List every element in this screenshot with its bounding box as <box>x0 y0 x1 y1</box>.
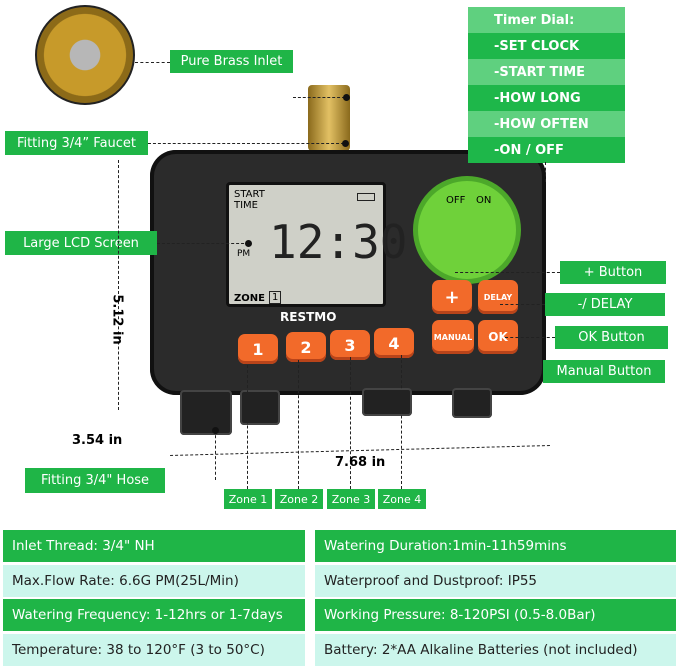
timer-dial-item: -START TIME <box>468 59 625 85</box>
spec-duration: Watering Duration:1min-11h59mins <box>315 530 676 562</box>
spec-battery: Battery: 2*AA Alkaline Batteries (not in… <box>315 634 676 666</box>
callout-manual: Manual Button <box>543 360 665 383</box>
leader-dot <box>342 140 349 147</box>
leader-line <box>157 243 249 244</box>
callout-faucet: Fitting 3/4” Faucet <box>5 131 148 155</box>
zone-4-label: Zone 4 <box>378 489 426 509</box>
leader-line <box>500 304 545 305</box>
brand-logo: RESTMO <box>280 310 337 324</box>
callout-hose: Fitting 3/4" Hose <box>25 468 165 493</box>
hose-fitting <box>240 390 280 425</box>
delay-button[interactable]: DELAY <box>478 280 518 314</box>
zone-2-label: Zone 2 <box>275 489 323 509</box>
width-dimension: 7.68 in <box>335 455 386 470</box>
spec-temperature: Temperature: 38 to 120°F (3 to 50°C) <box>3 634 305 666</box>
lcd-time: 12:30 <box>269 215 408 269</box>
brass-inlet-closeup <box>35 5 135 105</box>
lcd-screen: START TIME 12:30 PM ZONE 1 <box>226 182 407 307</box>
timer-dial-item: -ON / OFF <box>468 137 625 163</box>
leader-dot <box>212 427 219 434</box>
callout-delay: -/ DELAY <box>545 293 665 316</box>
zone-1-label: Zone 1 <box>224 489 272 509</box>
timer-dial-item: -HOW OFTEN <box>468 111 625 137</box>
plus-button[interactable]: + <box>432 280 472 314</box>
hose-fitting <box>362 388 412 416</box>
dial-off-label: OFF <box>446 195 466 206</box>
leader-line <box>247 365 248 489</box>
spec-inlet-thread: Inlet Thread: 3/4" NH <box>3 530 305 562</box>
lcd-start-time: START TIME <box>234 189 265 211</box>
spec-pressure: Working Pressure: 8-120PSI (0.5-8.0Bar) <box>315 599 676 631</box>
dial-on-label: ON <box>476 195 492 206</box>
leader-line <box>350 357 351 489</box>
zone-3-button[interactable]: 3 <box>330 330 370 360</box>
timer-dial-legend: Timer Dial: -SET CLOCK -START TIME -HOW … <box>468 7 625 163</box>
zone-1-button[interactable]: 1 <box>238 334 278 364</box>
leader-line <box>298 360 299 489</box>
leader-dot <box>343 94 350 101</box>
spec-waterproof: Waterproof and Dustproof: IP55 <box>315 565 676 597</box>
spec-flow-rate: Max.Flow Rate: 6.6G PM(25L/Min) <box>3 565 305 597</box>
battery-icon <box>357 193 375 201</box>
callout-ok: OK Button <box>555 326 668 349</box>
height-dimension: 5.12 in <box>109 294 125 345</box>
lcd-ampm: PM <box>237 249 251 259</box>
zone-3-label: Zone 3 <box>327 489 375 509</box>
timer-dial-item: -HOW LONG <box>468 85 625 111</box>
zone-2-button[interactable]: 2 <box>286 332 326 362</box>
callout-inlet: Pure Brass Inlet <box>170 50 293 73</box>
leader-line <box>293 97 345 98</box>
height-dimension-line <box>118 160 119 410</box>
spec-frequency: Watering Frequency: 1-12hrs or 1-7days <box>3 599 305 631</box>
leader-line <box>148 143 344 144</box>
zone-4-button[interactable]: 4 <box>374 328 414 358</box>
callout-lcd: Large LCD Screen <box>5 231 157 255</box>
lcd-zone-label: ZONE <box>234 293 265 304</box>
depth-dimension: 3.54 in <box>72 433 123 448</box>
leader-line <box>505 337 555 338</box>
hose-fitting <box>452 388 492 418</box>
timer-dial[interactable]: OFF ON <box>413 176 521 284</box>
lcd-zone-number: 1 <box>269 291 282 304</box>
manual-button[interactable]: MANUAL <box>432 320 474 354</box>
leader-line <box>455 272 560 273</box>
leader-line <box>545 162 546 182</box>
callout-plus: + Button <box>560 261 666 284</box>
leader-dot <box>245 240 252 247</box>
hose-fitting <box>180 390 232 435</box>
timer-dial-title: Timer Dial: <box>468 7 625 33</box>
leader-line <box>215 430 216 480</box>
leader-line <box>401 355 402 489</box>
timer-dial-item: -SET CLOCK <box>468 33 625 59</box>
leader-line <box>135 62 170 63</box>
